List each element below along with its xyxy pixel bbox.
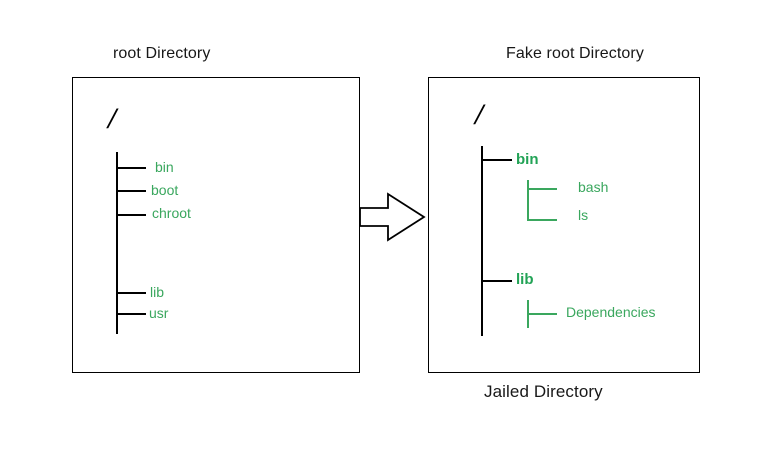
lib-child-branch-dependencies bbox=[527, 313, 557, 315]
left-item-chroot: chroot bbox=[152, 205, 191, 221]
left-item-boot: boot bbox=[151, 182, 179, 198]
left-panel-title: root Directory bbox=[113, 45, 211, 62]
right-item-dependencies: Dependencies bbox=[566, 304, 656, 320]
left-root-slash: / bbox=[108, 102, 117, 135]
left-branch-usr bbox=[116, 313, 146, 315]
left-tree-spine bbox=[116, 152, 118, 334]
right-branch-bin bbox=[481, 159, 512, 161]
right-item-bash: bash bbox=[578, 179, 609, 195]
right-branch-lib bbox=[481, 280, 512, 282]
left-branch-lib bbox=[116, 292, 146, 294]
right-panel-title: Fake root Directory bbox=[506, 45, 644, 62]
left-branch-bin bbox=[116, 167, 146, 169]
left-item-usr: usr bbox=[149, 305, 169, 321]
bin-child-branch-ls bbox=[527, 219, 557, 221]
right-item-ls: ls bbox=[578, 207, 589, 223]
root-directory-panel bbox=[72, 77, 360, 373]
jailed-directory-caption: Jailed Directory bbox=[484, 382, 603, 401]
bin-subtree-spine bbox=[527, 180, 529, 220]
right-item-lib: lib bbox=[516, 271, 534, 288]
left-item-lib: lib bbox=[150, 284, 165, 300]
transform-arrow-icon bbox=[359, 192, 426, 242]
right-item-bin: bin bbox=[516, 151, 539, 168]
left-branch-boot bbox=[116, 190, 146, 192]
right-root-slash: / bbox=[475, 98, 484, 131]
right-tree-spine bbox=[481, 146, 483, 336]
left-item-bin: bin bbox=[155, 159, 174, 175]
bin-child-branch-bash bbox=[527, 188, 557, 190]
left-branch-chroot bbox=[116, 214, 146, 216]
fake-root-directory-panel bbox=[428, 77, 700, 373]
